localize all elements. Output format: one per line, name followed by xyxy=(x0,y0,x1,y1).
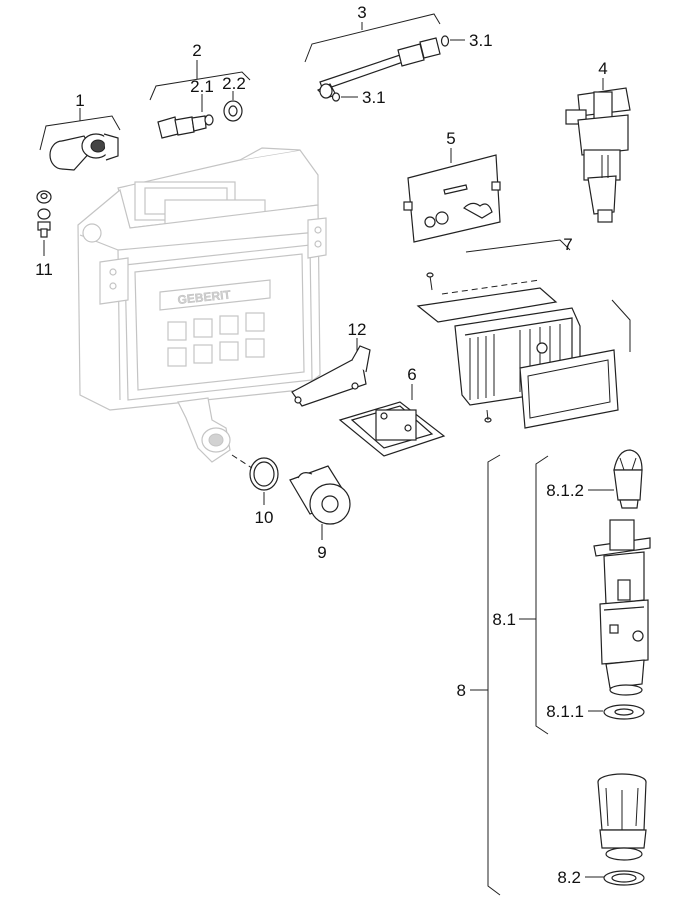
label-3-1-top: 3.1 xyxy=(469,31,493,50)
part-7-frame-and-cover xyxy=(416,239,631,429)
label-6: 6 xyxy=(407,365,416,384)
label-10: 10 xyxy=(255,508,274,527)
part-6-support-plate xyxy=(338,384,446,457)
label-8: 8 xyxy=(457,681,466,700)
part-10-o-ring xyxy=(231,454,279,505)
part-3-flexible-hose xyxy=(304,13,465,102)
label-2-1: 2.1 xyxy=(190,77,214,96)
part-8-bracket xyxy=(470,454,549,896)
label-8-1: 8.1 xyxy=(492,610,516,629)
cistern-body: GEBERIT xyxy=(77,147,327,463)
label-4: 4 xyxy=(598,59,607,78)
part-1-valve-cap xyxy=(39,108,121,171)
part-5-cover-plate xyxy=(403,148,501,243)
label-8-1-1: 8.1.1 xyxy=(546,702,584,721)
geberit-logo: GEBERIT xyxy=(177,287,233,307)
part-9-connector-sleeve xyxy=(289,465,351,540)
part-8-1-flush-valve xyxy=(593,519,651,696)
part-8-1-2-float-cap xyxy=(588,449,643,509)
label-3: 3 xyxy=(357,3,366,22)
label-7: 7 xyxy=(563,235,572,254)
part-2-connector-set xyxy=(149,60,251,139)
label-2-2: 2.2 xyxy=(222,74,246,93)
part-8-2-outlet-fitting xyxy=(585,773,647,886)
part-12-bracket xyxy=(291,338,371,407)
label-12: 12 xyxy=(348,320,367,339)
label-8-2: 8.2 xyxy=(557,868,581,887)
part-4-fill-valve xyxy=(565,78,631,223)
label-8-1-2: 8.1.2 xyxy=(546,481,584,500)
label-9: 9 xyxy=(317,543,326,562)
label-2: 2 xyxy=(192,41,201,60)
label-1: 1 xyxy=(75,91,84,110)
part-8-1-1-gasket xyxy=(588,704,645,720)
part-11-screws xyxy=(36,190,52,256)
geberit-logo-text: GEBERIT xyxy=(177,287,232,307)
part-labels: 1 2 2.1 2.2 3 3.1 3.1 4 5 6 7 8 8.1 8.1.… xyxy=(35,3,608,887)
label-5: 5 xyxy=(446,129,455,148)
label-11: 11 xyxy=(35,260,53,279)
label-3-1-bottom: 3.1 xyxy=(362,88,386,107)
